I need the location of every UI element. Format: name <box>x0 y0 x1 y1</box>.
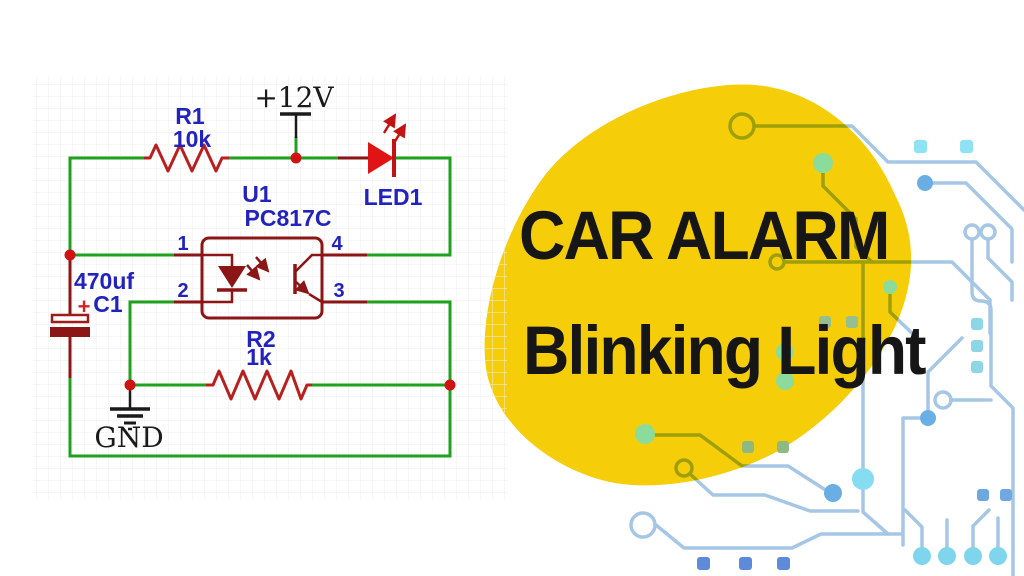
led-led1: LED1 <box>338 113 423 210</box>
r2-value: 1k <box>246 344 272 370</box>
pad-dot-cyan <box>989 547 1007 565</box>
u1-pin1-number: 1 <box>177 233 188 255</box>
junction-dot <box>444 379 456 391</box>
pad-dot-green <box>776 343 794 361</box>
trace <box>986 237 1014 302</box>
junction-dot <box>64 249 76 261</box>
pcb-pads <box>635 140 1012 570</box>
r1-value: 10k <box>173 126 212 152</box>
r1-ref: R1 <box>175 103 205 129</box>
ground-symbol <box>110 390 150 431</box>
trace-lines <box>629 112 1024 576</box>
junction-dot <box>124 379 136 391</box>
pad-dot-cyan <box>852 468 874 490</box>
pad-dot-cyan <box>938 547 956 565</box>
pad-square-cyan <box>960 140 973 153</box>
yellow-blob <box>484 84 912 486</box>
u1-pin4-number: 4 <box>331 233 343 255</box>
pad-dot-blue <box>920 410 936 426</box>
trace <box>931 181 1014 264</box>
trace <box>653 433 826 491</box>
resistor-r2: R2 1k <box>206 326 312 401</box>
pad-square-blue <box>697 557 710 570</box>
title-line-2: Blinking Light <box>523 312 927 389</box>
pad-dot-cyan <box>913 547 931 565</box>
trace <box>926 336 964 411</box>
pad-dot-green <box>813 153 833 173</box>
u1-ref: U1 <box>242 181 272 207</box>
c1-ref: C1 <box>93 291 123 317</box>
pad-dot-cyan <box>964 547 982 565</box>
pad-square-blue <box>777 557 790 570</box>
pad-dot-green <box>635 424 655 444</box>
u1-pin3-number: 3 <box>333 280 344 302</box>
pad-square-olive <box>819 316 831 328</box>
pad-square-cyan <box>914 140 927 153</box>
wire-net <box>68 136 452 458</box>
pad-square-olive <box>777 441 789 453</box>
pad-square-olive <box>846 316 858 328</box>
power-flag-12v: +12V <box>254 81 334 138</box>
led1-ref: LED1 <box>364 184 423 210</box>
pad-square-teal <box>971 340 983 352</box>
title-line-1: CAR ALARM <box>519 197 890 274</box>
trace <box>821 171 874 264</box>
junction-dot <box>290 152 302 164</box>
power-rail-label: +12V <box>254 81 334 114</box>
pad-dot-blue <box>824 484 842 502</box>
trace <box>654 523 904 550</box>
pad-square-blue <box>739 557 752 570</box>
trace <box>903 508 924 549</box>
trace <box>971 508 991 549</box>
capacitor-c1: 470uf C1 + <box>50 255 134 378</box>
c1-polarity-plus: + <box>78 294 91 319</box>
pad-square-blue <box>977 489 989 501</box>
trace <box>901 416 921 547</box>
trace <box>782 260 992 335</box>
trace <box>688 472 860 513</box>
via-ring <box>674 458 694 478</box>
u1-value: PC817C <box>245 205 332 231</box>
trace <box>861 488 890 536</box>
pad-square-blue <box>1000 489 1012 501</box>
pad-square-teal <box>971 318 983 330</box>
pad-dot-green <box>883 280 897 294</box>
pad-dot-blue <box>917 175 933 191</box>
trace <box>888 293 918 339</box>
pad-square-teal <box>971 361 983 373</box>
optocoupler-u1: U1 PC817C 1 2 4 3 <box>174 181 367 320</box>
junction-dots <box>64 152 456 391</box>
pad-square-olive <box>742 441 754 453</box>
u1-pin2-number: 2 <box>177 280 188 302</box>
r2-ref: R2 <box>246 326 275 352</box>
ground-label: GND <box>94 421 163 454</box>
schematic-grid <box>33 76 507 500</box>
resistor-r1: R1 10k <box>144 103 229 173</box>
trace <box>752 124 1024 212</box>
pad-dot-green <box>776 372 794 390</box>
c1-value: 470uf <box>74 268 134 294</box>
